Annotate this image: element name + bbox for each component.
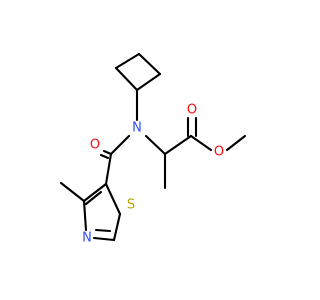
bond-ester-carbon-oxygen <box>189 134 213 152</box>
molecule-structure-diagram: N O O O N S <box>59 52 247 246</box>
bond-nitrogen-alpha-carbon <box>144 134 167 156</box>
bond-alpha-ester-carbon <box>163 134 193 156</box>
bond-thiazole-s1-c5 <box>104 182 122 216</box>
bond-ester-oxygen-methyl <box>225 134 247 152</box>
atom-label-amide-nitrogen: N <box>132 121 142 136</box>
bond-thiazole-c4-n3 <box>82 199 88 232</box>
atom-label-thiazole-nitrogen: N <box>82 231 92 246</box>
ester-carbonyl-double-bond <box>186 116 198 138</box>
atom-label-ester-oxygen: O <box>214 145 224 160</box>
thiazole-ring <box>82 182 122 242</box>
bond-cyclobutyl-4 <box>114 66 139 92</box>
amide-carbonyl-double-bond <box>99 149 113 160</box>
bond-thiazole-n3-c2 <box>92 236 116 242</box>
bond-cyclobutyl-3 <box>135 72 162 92</box>
cyclobutyl-ring <box>114 52 162 92</box>
atom-label-thiazole-sulfur: S <box>127 198 135 213</box>
bond-thiazole-c5-c4 <box>82 182 108 203</box>
bond-thiazole-methyl <box>59 181 86 203</box>
bond-carbonyl-thiazole <box>104 152 113 186</box>
bond-thiazole-n3-c2-inner <box>94 228 112 233</box>
bond-thiazole-c5-c4-inner <box>84 190 103 206</box>
bond-cyclobutyl-2 <box>137 52 162 76</box>
bond-cyclobutyl-1 <box>114 52 141 70</box>
bond-thiazole-c2-s1 <box>112 212 122 242</box>
bond-nitrogen-carbonyl-carbon <box>109 134 131 156</box>
atom-label-carbonyl-oxygen: O <box>187 103 197 118</box>
structure-canvas: N O O O N S <box>59 52 247 246</box>
atom-label-amide-oxygen: O <box>90 138 100 153</box>
